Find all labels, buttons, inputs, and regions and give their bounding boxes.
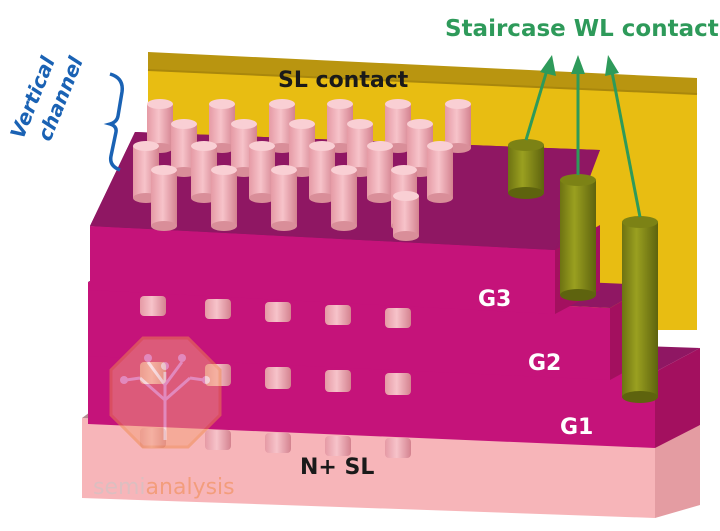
channel-pillar-bottom bbox=[191, 193, 217, 203]
g3-front bbox=[90, 226, 555, 314]
channel-pillar-body bbox=[309, 146, 335, 198]
sl-contact-label: SL contact bbox=[278, 68, 409, 93]
base-side bbox=[655, 425, 700, 518]
watermark-part-semi: semi bbox=[93, 475, 146, 500]
sl-plate-edge bbox=[147, 69, 698, 95]
channel-pillar-bottom bbox=[211, 221, 237, 231]
channel-pillar bbox=[151, 165, 177, 231]
channel-pillar-top bbox=[271, 165, 297, 175]
channel-pillar-top bbox=[147, 99, 173, 109]
channel-pillar-body bbox=[249, 146, 275, 198]
channel-pillar bbox=[211, 165, 237, 231]
channel-pillar-top bbox=[133, 141, 159, 151]
channel-pillar-top bbox=[211, 165, 237, 175]
channel-pillar-top bbox=[331, 165, 357, 175]
channel-pillar bbox=[445, 99, 471, 153]
channel-pillar bbox=[309, 141, 335, 203]
channel-pillar-body bbox=[331, 170, 357, 226]
channel-pillar-top bbox=[249, 141, 275, 151]
sl-contact-plate-top bbox=[148, 52, 697, 94]
wl-contact-3 bbox=[622, 216, 658, 403]
g3-label: G3 bbox=[478, 287, 511, 312]
channel-pillar bbox=[367, 141, 393, 203]
channel-pillar-body bbox=[367, 146, 393, 198]
channel-pillar-body bbox=[209, 104, 235, 148]
watermark-part-analysis: analysis bbox=[146, 475, 235, 500]
channel-pillar bbox=[331, 165, 357, 231]
channel-pillar-top bbox=[231, 119, 257, 129]
channel-pillar-top bbox=[347, 119, 373, 129]
channel-pillar bbox=[249, 141, 275, 203]
wl-contact-2 bbox=[560, 174, 596, 301]
channel-pillar-top bbox=[427, 141, 453, 151]
channel-pillar-bottom bbox=[151, 221, 177, 231]
watermark-text: semianalysis bbox=[93, 475, 235, 500]
channel-pillar-top bbox=[151, 165, 177, 175]
g2-label: G2 bbox=[528, 351, 561, 376]
g1-side bbox=[655, 348, 700, 448]
channel-pillar-top bbox=[393, 191, 419, 201]
channel-pillar-bottom bbox=[309, 193, 335, 203]
channel-pillar-bottom bbox=[367, 193, 393, 203]
channel-pillar-body bbox=[271, 170, 297, 226]
vertical-channel-bracket bbox=[103, 72, 124, 172]
channel-pillar bbox=[427, 141, 453, 203]
channel-pillar-top bbox=[327, 99, 353, 109]
vertical-channel-pillars bbox=[133, 99, 471, 241]
g1-label: G1 bbox=[560, 415, 593, 440]
channel-pillar-bottom bbox=[427, 193, 453, 203]
channel-pillar-top bbox=[445, 99, 471, 109]
channel-pillar-top bbox=[391, 165, 417, 175]
channel-pillar bbox=[393, 191, 419, 241]
channel-pillar-body bbox=[445, 104, 471, 148]
channel-pillar-body bbox=[427, 146, 453, 198]
vertical-channel-label: Vertical channel bbox=[5, 52, 88, 144]
channel-pillar-body bbox=[211, 170, 237, 226]
channel-pillar-body bbox=[147, 104, 173, 148]
channel-pillar-bottom bbox=[271, 221, 297, 231]
channel-pillar-body bbox=[393, 196, 419, 236]
channel-pillar-bottom bbox=[269, 143, 295, 153]
channel-pillar-body bbox=[385, 104, 411, 148]
staircase-wl-contact-label: Staircase WL contact bbox=[445, 16, 719, 42]
channel-pillar-top bbox=[289, 119, 315, 129]
channel-pillar-top bbox=[191, 141, 217, 151]
channel-pillar-body bbox=[151, 170, 177, 226]
channel-pillar-top bbox=[269, 99, 295, 109]
channel-pillar-bottom bbox=[249, 193, 275, 203]
channel-pillar-bottom bbox=[331, 221, 357, 231]
tree-chip-logo-icon bbox=[109, 336, 222, 449]
channel-pillar-top bbox=[367, 141, 393, 151]
n-plus-sl-label: N+ SL bbox=[300, 455, 374, 480]
channel-pillar-top bbox=[385, 99, 411, 109]
channel-pillar-top bbox=[209, 99, 235, 109]
channel-pillar-top bbox=[309, 141, 335, 151]
channel-pillar bbox=[271, 165, 297, 231]
channel-pillar-top bbox=[171, 119, 197, 129]
wl-contact-1 bbox=[508, 139, 544, 199]
channel-pillar-bottom bbox=[171, 167, 197, 177]
channel-pillar-top bbox=[407, 119, 433, 129]
channel-pillar-bottom bbox=[393, 231, 419, 241]
pillar-stubs bbox=[140, 296, 411, 458]
staircase-arrows bbox=[524, 55, 642, 218]
